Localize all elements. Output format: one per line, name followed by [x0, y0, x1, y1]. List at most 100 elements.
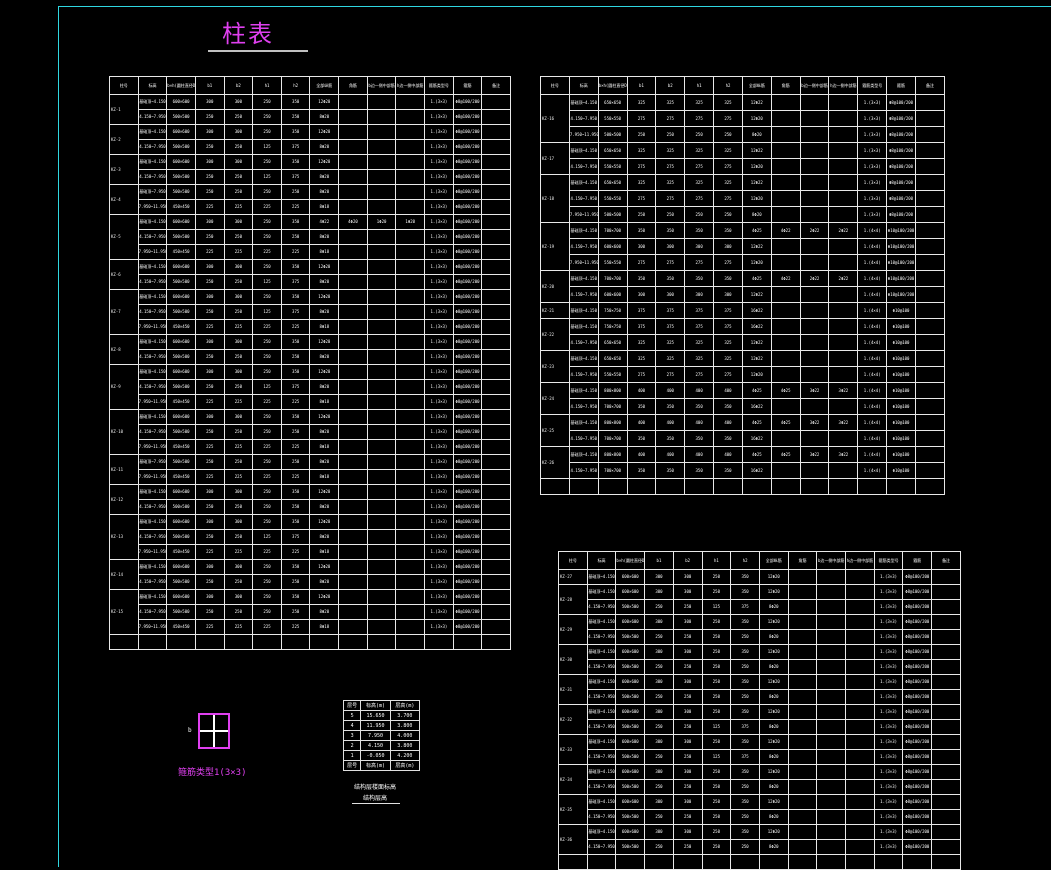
table-cell: 250 [252, 214, 282, 230]
table-cell: 12Φ20 [309, 334, 340, 350]
table-cell [481, 394, 511, 410]
table-cell: 7.950~11.950 [137, 544, 168, 560]
table-cell: 1.(3×3) [873, 689, 904, 705]
table-cell [828, 350, 859, 367]
table-cell: 8Φ20 [309, 139, 340, 155]
drawing-title: 柱表 [222, 20, 274, 48]
table-cell: 350 [280, 259, 311, 275]
table-cell: 450×450 [166, 199, 196, 215]
table-cell: 250 [701, 689, 732, 705]
table-cell: 400 [713, 446, 743, 463]
table-cell: Φ8@100/200 [902, 704, 933, 720]
table-cell: Φ8@100/200 [452, 124, 483, 140]
table-cell: 1.(3×3) [857, 158, 888, 175]
table-cell [481, 319, 511, 335]
table-cell: Φ8@100/200 [452, 259, 483, 275]
table-cell [338, 154, 368, 170]
table-cell [914, 142, 946, 159]
table-cell: 275 [655, 366, 686, 383]
table-cell: 1.(3×3) [873, 779, 904, 795]
table-cell: 250 [252, 604, 282, 620]
table-cell [568, 478, 599, 495]
column-id-cell: KZ-7 [109, 289, 139, 335]
table-cell: 8Φ20 [309, 604, 340, 620]
table-cell: 12Φ20 [758, 734, 789, 750]
table-cell [481, 124, 511, 140]
table-cell: 1.(4×4) [857, 238, 888, 255]
table-cell: Φ8@100/200 [452, 469, 483, 485]
header-cell: 角筋 [770, 76, 801, 95]
column-id-cell: KZ-25 [540, 414, 570, 447]
table-cell: 125 [252, 274, 282, 290]
table-cell: Φ8@100/200 [902, 764, 933, 780]
level-cell: -0.050 [360, 750, 391, 761]
table-cell [395, 589, 426, 605]
table-cell: 300 [194, 484, 225, 500]
table-cell [799, 110, 830, 127]
table-cell: 1.(3×3) [424, 304, 454, 320]
table-cell: 基础顶~4.150 [568, 446, 599, 463]
table-cell: 300 [194, 364, 225, 380]
table-cell: 300 [644, 764, 674, 780]
table-cell [845, 614, 875, 630]
table-cell: 12Φ20 [758, 764, 789, 780]
table-cell: 250 [194, 424, 225, 440]
level-table-title: 结构层楼面标高 [353, 784, 396, 791]
table-cell [481, 604, 511, 620]
table-cell [770, 318, 801, 335]
table-cell: 250 [655, 126, 686, 143]
table-cell: 8Φ20 [309, 169, 340, 185]
table-cell: 700×700 [597, 222, 628, 239]
table-cell: 350 [655, 430, 686, 447]
table-cell: 4.150~7.950 [586, 659, 617, 675]
table-cell [730, 854, 760, 870]
title-underline [208, 50, 308, 52]
table-cell [816, 704, 847, 720]
level-table-subtitle: 结构层高 [362, 795, 387, 802]
table-cell [799, 302, 830, 319]
table-cell: 325 [626, 94, 657, 111]
table-cell: 250 [701, 584, 732, 600]
table-cell: 7.950~11.950 [137, 469, 168, 485]
table-cell: 1.(4×4) [857, 446, 888, 463]
table-cell [787, 614, 818, 630]
level-cell: 4 [342, 720, 362, 731]
level-table-underline [352, 803, 400, 804]
table-cell [395, 619, 426, 635]
table-cell: 300 [223, 484, 254, 500]
table-cell [338, 514, 368, 530]
table-cell: 1.(3×3) [857, 94, 888, 111]
table-cell: 250 [713, 126, 743, 143]
table-cell: 600×600 [166, 364, 196, 380]
table-cell: 350 [280, 559, 311, 575]
table-cell [338, 109, 368, 125]
table-cell: 225 [280, 469, 311, 485]
table-cell: 275 [655, 158, 686, 175]
table-cell: 650×650 [597, 350, 628, 367]
table-cell: 300 [644, 734, 674, 750]
table-cell: 300 [194, 559, 225, 575]
table-cell: 1.(3×3) [424, 94, 454, 110]
table-cell [914, 222, 946, 239]
table-cell: Φ10@100 [886, 414, 916, 431]
table-cell [816, 599, 847, 615]
table-cell: 1.(3×3) [424, 499, 454, 515]
table-cell [828, 334, 859, 351]
table-cell: 2Φ22 [828, 222, 859, 239]
table-cell: 250 [701, 614, 732, 630]
column-id-cell: KZ-33 [558, 734, 588, 765]
table-cell: 250 [194, 349, 225, 365]
table-cell: 1.(4×4) [857, 350, 888, 367]
table-cell [770, 126, 801, 143]
table-cell: 1Φ20 [366, 214, 397, 230]
table-cell: 12Φ20 [758, 644, 789, 660]
table-cell [338, 289, 368, 305]
